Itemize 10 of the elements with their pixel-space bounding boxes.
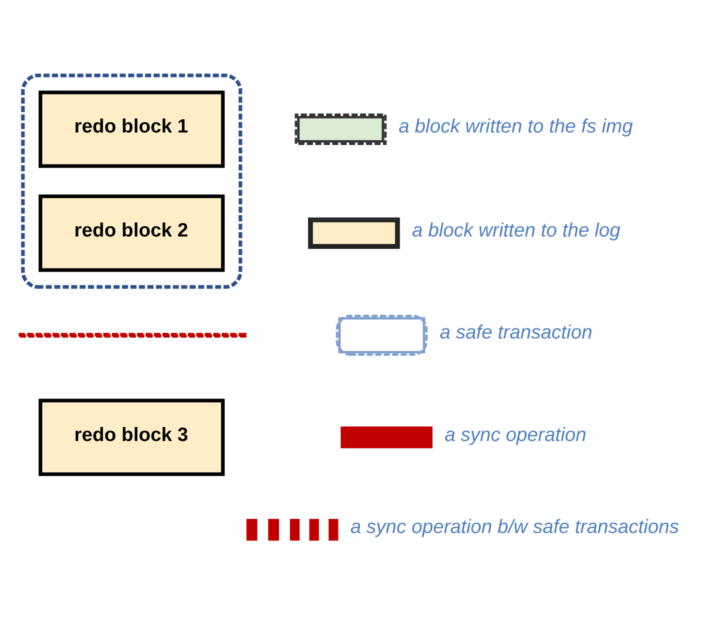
node-box: redo block 1: [38, 90, 225, 168]
node-bar: [16, 332, 246, 338]
legend-label: a block written to the fs img: [398, 116, 633, 138]
node-box: redo block 3: [38, 398, 225, 476]
legend-label: a sync operation: [444, 424, 586, 446]
cluster: [21, 73, 242, 288]
legend-label: a sync operation b/w safe transactions: [350, 516, 680, 538]
legend-label: a safe transaction: [440, 322, 592, 344]
legend-label: a block written to the log: [412, 220, 620, 242]
node-box: redo block 2: [38, 194, 225, 272]
